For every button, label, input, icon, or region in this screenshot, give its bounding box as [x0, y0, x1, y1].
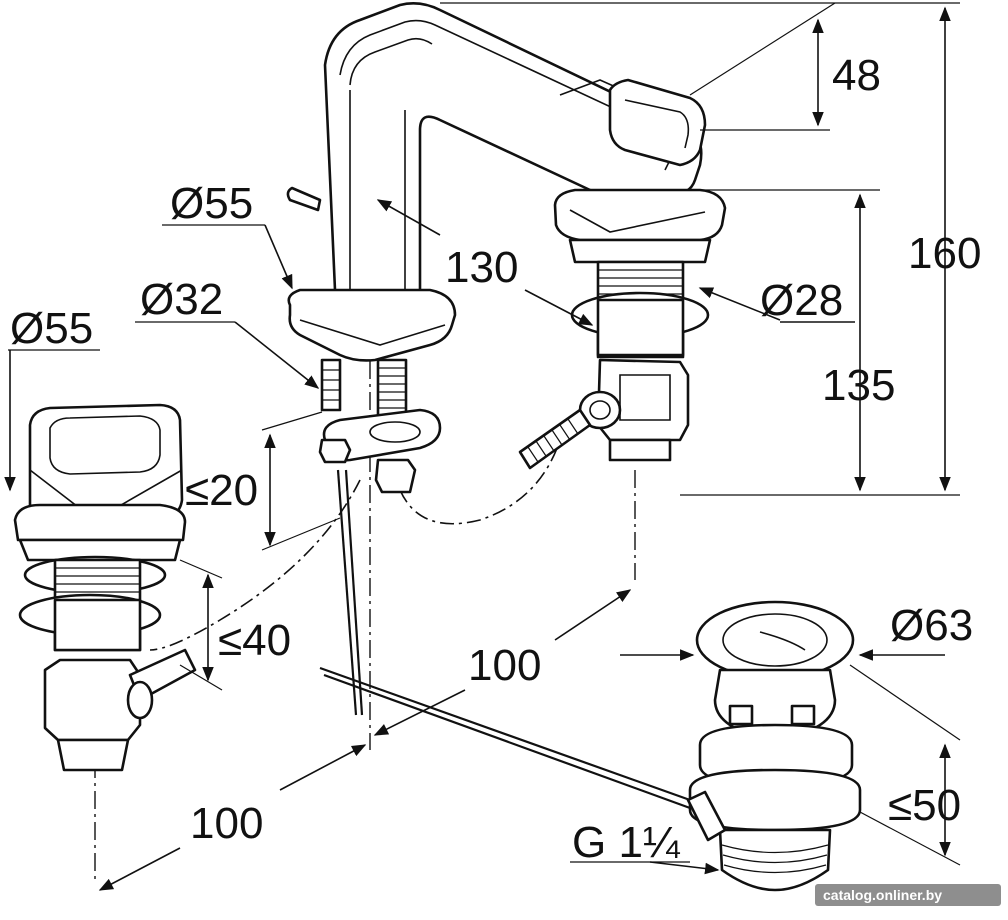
dim-height-total: 160: [908, 229, 981, 278]
dim-dia-base-spout: Ø55: [170, 179, 253, 228]
waste-fitting: [686, 600, 862, 892]
dim-thickness-waste: ≤50: [888, 781, 961, 830]
dim-height-spout: 135: [822, 361, 895, 410]
dim-dia-base-left: Ø55: [10, 304, 93, 353]
left-valve: [13, 403, 197, 772]
watermark: catalog.onliner.by: [823, 887, 942, 903]
dimension-lines: [4, 2, 961, 891]
thread-size-label: G 1¼: [572, 818, 681, 867]
dim-spout-top: 48: [832, 51, 881, 100]
dim-thickness-spout: ≤20: [185, 466, 258, 515]
right-valve: [518, 78, 727, 470]
dim-spacing-right: 100: [468, 641, 541, 690]
dim-dia-waste: Ø63: [890, 601, 973, 650]
spout: [286, 2, 703, 810]
dim-thickness-handle: ≤40: [218, 616, 291, 665]
dim-dia-shank-right: Ø28: [760, 276, 843, 325]
watermark-background: [815, 884, 1001, 906]
dim-dia-shank-spout: Ø32: [140, 275, 223, 324]
dim-reach: 130: [445, 243, 518, 292]
dim-spacing-left: 100: [190, 799, 263, 848]
